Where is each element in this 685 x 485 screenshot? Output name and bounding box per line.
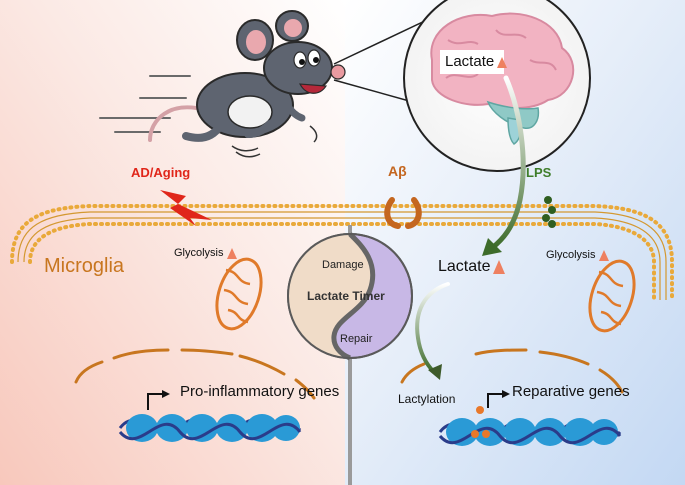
lactate-flow-arrow bbox=[489, 75, 526, 251]
ad-aging-label: AD/Aging bbox=[131, 165, 191, 180]
mitochondrion-right bbox=[588, 259, 636, 333]
brain-lactate-text: Lactate bbox=[445, 53, 495, 70]
mitochondrion-left bbox=[215, 257, 263, 331]
glycolysis-left-text: Glycolysis bbox=[174, 247, 224, 259]
dna-right bbox=[438, 390, 622, 446]
up-arrow-icon bbox=[497, 56, 508, 68]
nucleus-envelope-right bbox=[400, 348, 624, 394]
lactate-center-text: Lactate bbox=[438, 258, 491, 275]
glycolysis-left-label: Glycolysis bbox=[174, 247, 237, 259]
timer-title-label: Lactate Timer bbox=[307, 289, 385, 303]
brain-lactate-label: Lactate bbox=[445, 53, 508, 70]
dna-left bbox=[118, 390, 302, 442]
lactylation-arrow bbox=[415, 282, 450, 374]
lactylation-label: Lactylation bbox=[398, 392, 456, 406]
lactate-timer-icon bbox=[287, 232, 413, 361]
lps-receptor bbox=[542, 196, 556, 228]
brain-inset bbox=[403, 0, 591, 172]
lightning-icon bbox=[160, 190, 212, 226]
cell-membrane bbox=[10, 204, 674, 302]
nucleus-envelope-left bbox=[74, 348, 316, 400]
reparative-label: Reparative genes bbox=[512, 383, 630, 400]
timer-damage-label: Damage bbox=[322, 259, 364, 271]
up-arrow-icon bbox=[598, 249, 609, 261]
lactylation-marks bbox=[471, 406, 490, 438]
abeta-label: Aβ bbox=[388, 163, 407, 179]
up-arrow-icon bbox=[493, 259, 506, 274]
mouse-illustration bbox=[148, 10, 346, 158]
lps-label: LPS bbox=[526, 165, 552, 180]
lactate-center-label: Lactate bbox=[438, 258, 506, 276]
lactate-flow-arrowhead bbox=[482, 238, 502, 256]
up-arrow-icon bbox=[226, 247, 237, 259]
abeta-receptor bbox=[384, 197, 422, 229]
lactylation-arrowhead bbox=[428, 364, 442, 380]
timer-repair-label: Repair bbox=[340, 333, 373, 345]
microglia-label: Microglia bbox=[44, 255, 125, 277]
pro-inflammatory-label: Pro-inflammatory genes bbox=[180, 383, 340, 400]
glycolysis-right-label: Glycolysis bbox=[546, 249, 609, 261]
glycolysis-right-text: Glycolysis bbox=[546, 249, 596, 261]
